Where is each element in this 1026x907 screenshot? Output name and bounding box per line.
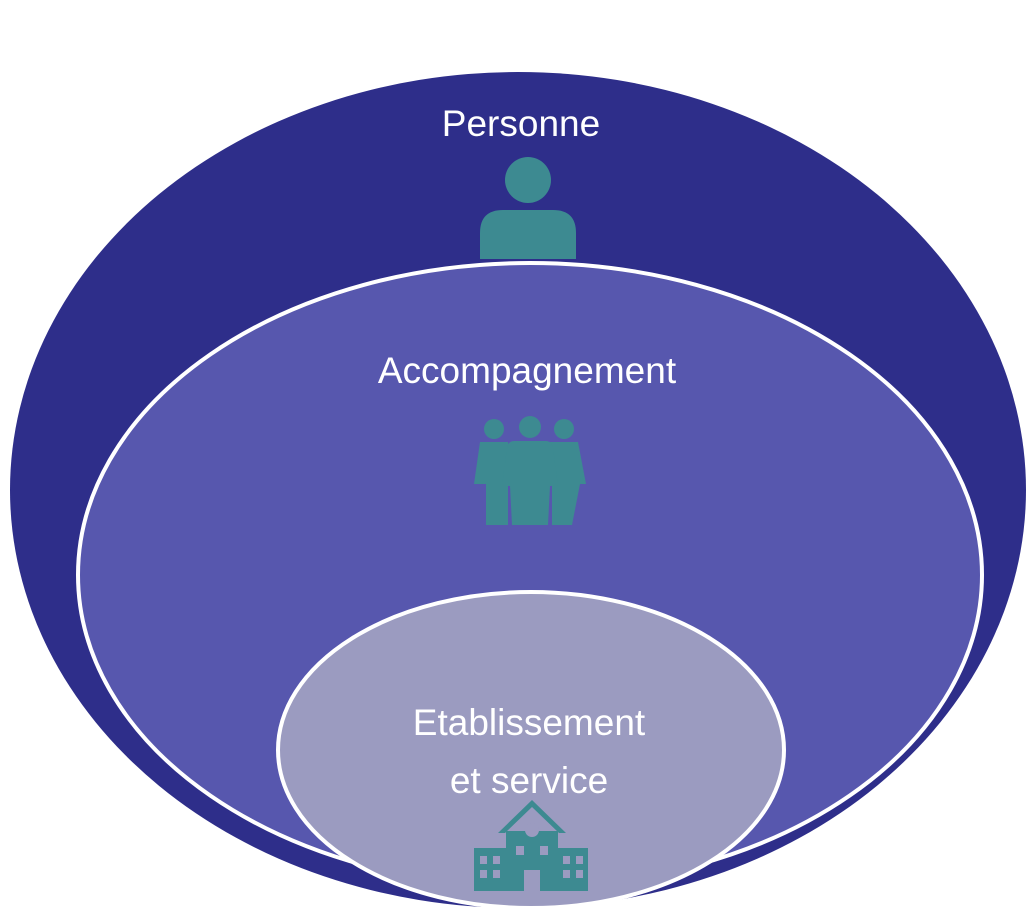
inner-ellipse — [276, 590, 786, 907]
middle-ring-label: Accompagnement — [378, 350, 677, 391]
building-icon — [474, 800, 588, 891]
inner-ring-label-line2: et service — [450, 760, 608, 801]
group-icon — [474, 416, 586, 525]
inner-ring-label-line1: Etablissement — [413, 702, 646, 743]
inner-ring: Etablissement et service — [276, 590, 786, 907]
outer-ring-label: Personne — [442, 103, 600, 144]
person-icon — [480, 157, 576, 259]
